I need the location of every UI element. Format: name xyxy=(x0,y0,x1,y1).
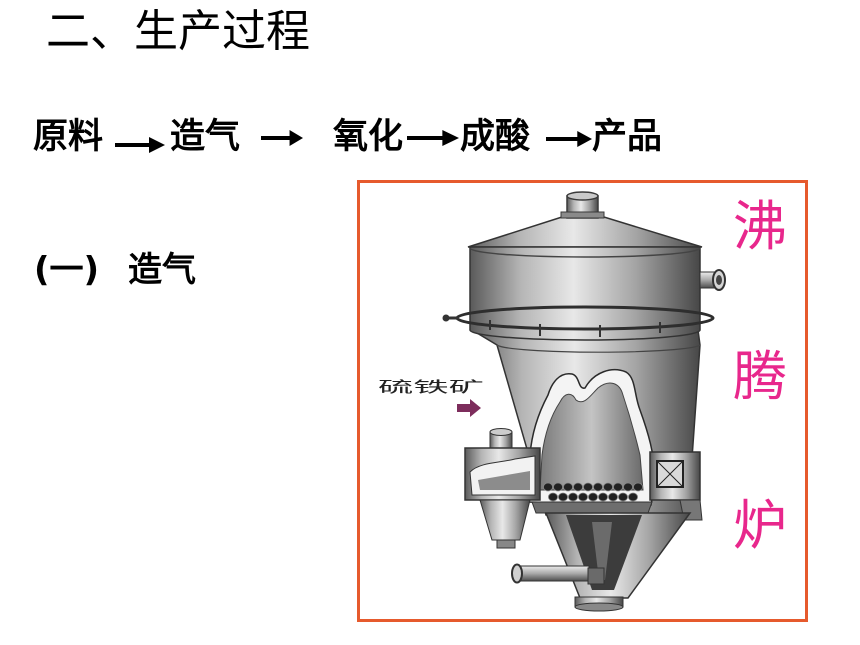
flow-step-gas-making: 造气 xyxy=(170,117,241,157)
furnace-base xyxy=(574,596,624,612)
grid-plate-hole xyxy=(633,482,644,492)
ore-label: 硫铁矿 xyxy=(378,378,484,396)
grid-plate-hole xyxy=(628,492,639,502)
furnace-collar xyxy=(496,344,701,353)
furnace-chimney xyxy=(560,191,605,219)
right-arrow-icon xyxy=(261,130,303,146)
furnace-cylinder-rim xyxy=(469,247,701,258)
furnace-grid-plate xyxy=(531,482,653,514)
grid-plate-hole xyxy=(613,482,624,492)
furnace-cutaway xyxy=(527,368,656,506)
grid-plate-hole xyxy=(563,482,574,492)
section-heading: 造气 xyxy=(128,250,196,290)
flow-step-oxidation: 氧化 xyxy=(333,117,404,157)
right-arrow-icon xyxy=(546,131,592,147)
furnace-cylinder xyxy=(469,246,701,341)
section-number: (一) xyxy=(34,250,100,290)
grid-plate-hole xyxy=(603,482,614,492)
grid-plate-hole xyxy=(548,492,559,502)
flow-step-product: 产品 xyxy=(592,117,663,157)
furnace-figure: 硫铁矿 沸 腾 炉 xyxy=(357,180,808,622)
furnace-dome xyxy=(467,216,703,248)
grid-plate-hole xyxy=(543,482,554,492)
furnace-right-box xyxy=(649,451,703,521)
grid-plate-hole xyxy=(553,482,564,492)
grid-plate-hole xyxy=(578,492,589,502)
furnace-left-feeder xyxy=(464,428,541,549)
grid-plate-hole xyxy=(608,492,619,502)
furnace-illustration: 硫铁矿 xyxy=(378,191,726,612)
side-title-char-3: 炉 xyxy=(733,494,787,557)
side-title-char-2: 腾 xyxy=(733,345,787,408)
furnace-bottom-pipe xyxy=(511,563,605,585)
slide-title: 二、生产过程 xyxy=(46,6,310,57)
grid-plate-hole xyxy=(598,492,609,502)
grid-plate-hole xyxy=(573,482,584,492)
furnace-side-nozzle xyxy=(699,269,726,291)
right-arrow-icon xyxy=(115,137,165,153)
flow-step-raw-material: 原料 xyxy=(33,117,104,157)
grid-plate-hole xyxy=(623,482,634,492)
grid-plate-hole xyxy=(593,482,604,492)
grid-plate-hole xyxy=(558,492,569,502)
grid-plate-hole xyxy=(618,492,629,502)
furnace-hopper xyxy=(544,512,692,599)
grid-plate-hole xyxy=(568,492,579,502)
furnace-belt-ring xyxy=(442,305,715,337)
ore-feed-arrow-icon xyxy=(457,399,481,417)
flow-step-acid-forming: 成酸 xyxy=(460,117,531,157)
right-arrow-icon xyxy=(407,130,459,146)
grid-plate-hole xyxy=(588,492,599,502)
side-title-char-1: 沸 xyxy=(733,195,787,258)
grid-plate-hole xyxy=(583,482,594,492)
